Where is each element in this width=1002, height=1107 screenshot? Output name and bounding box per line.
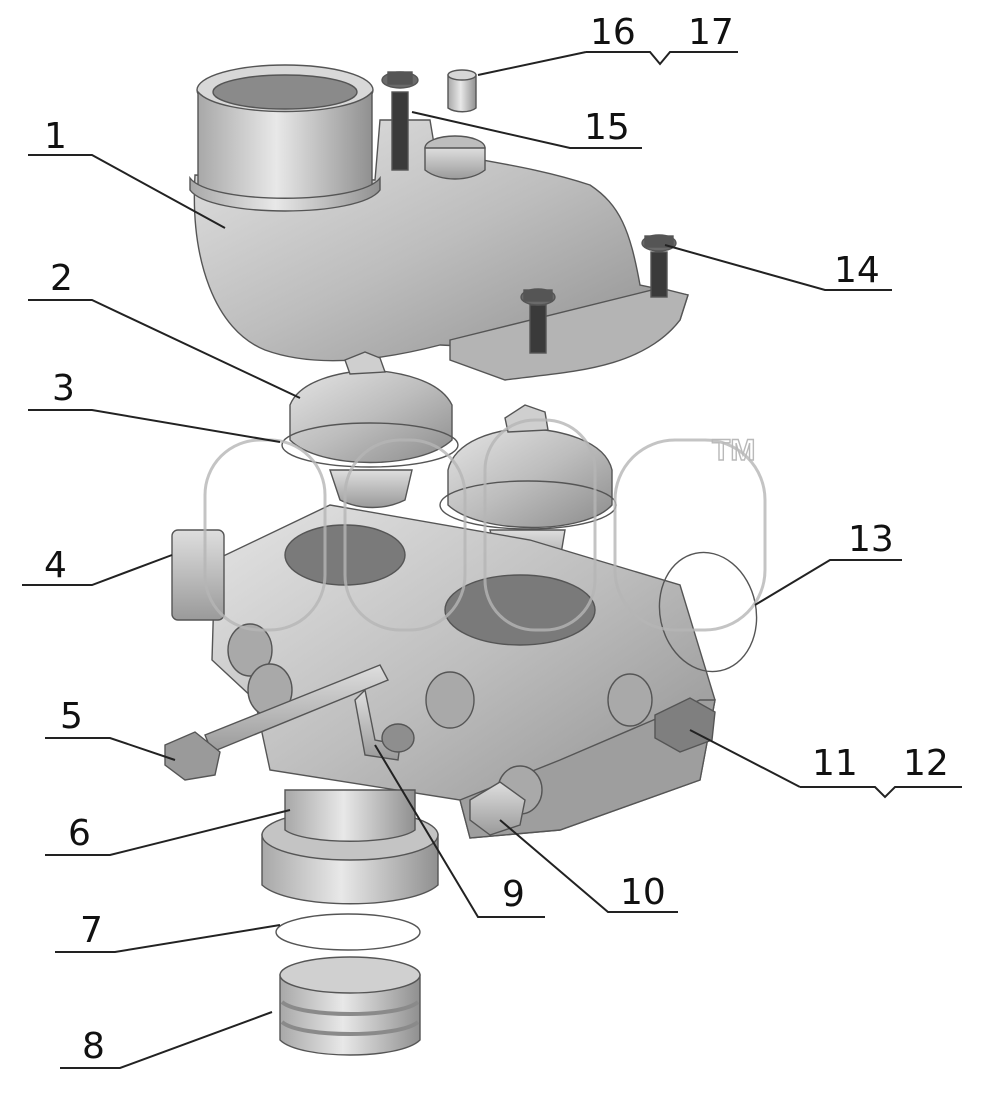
sleeve-part — [279, 956, 421, 1056]
leader-8 — [60, 1011, 273, 1069]
leader-9 — [374, 744, 545, 918]
leader-11-12 — [689, 729, 962, 799]
leader-16-17 — [477, 51, 738, 76]
callout-4: 4 — [44, 545, 67, 586]
pipe-seal-part — [275, 913, 421, 951]
callout-15: 15 — [584, 107, 630, 148]
sensor-part — [654, 697, 716, 753]
short-bolts-part — [520, 234, 677, 354]
callout-3: 3 — [52, 368, 75, 409]
callout-12: 12 — [903, 743, 949, 784]
callout-11: 11 — [812, 743, 858, 784]
callout-6: 6 — [68, 813, 91, 854]
outlet-pipe-part — [261, 789, 439, 905]
callout-16: 16 — [590, 12, 636, 53]
callout-13: 13 — [848, 519, 894, 560]
long-bolt-part — [381, 71, 419, 171]
leader-lines — [22, 51, 962, 1069]
leader-2 — [28, 299, 301, 399]
callout-7: 7 — [80, 910, 103, 951]
leader-6 — [45, 809, 291, 856]
callout-1: 1 — [44, 116, 67, 157]
callout-5: 5 — [60, 696, 83, 737]
leader-5 — [45, 737, 176, 761]
long-screw-part — [164, 664, 389, 781]
plug-part — [447, 69, 477, 113]
callout-8: 8 — [82, 1026, 105, 1067]
leader-13 — [754, 559, 902, 606]
callout-17: 17 — [688, 12, 734, 53]
leader-1 — [28, 154, 226, 229]
leader-10 — [499, 819, 678, 913]
thermostat-left-part — [281, 351, 459, 509]
outlet-housing-part — [189, 64, 689, 381]
leader-15 — [411, 111, 642, 149]
leader-3 — [28, 409, 281, 443]
body-plug-part — [469, 781, 526, 836]
leader-14 — [664, 244, 892, 291]
thermostat-body-part — [171, 504, 716, 839]
trademark-mark: TM — [712, 434, 755, 467]
callout-9: 9 — [502, 874, 525, 915]
callout-labels: 1 2 3 4 5 6 7 8 9 10 11 12 13 14 15 16 1… — [44, 12, 949, 1067]
callout-14: 14 — [834, 250, 880, 291]
callout-2: 2 — [50, 258, 73, 299]
leader-7 — [55, 924, 281, 953]
leader-4 — [22, 554, 173, 586]
callout-10: 10 — [620, 872, 666, 913]
fitting-part — [354, 688, 415, 761]
